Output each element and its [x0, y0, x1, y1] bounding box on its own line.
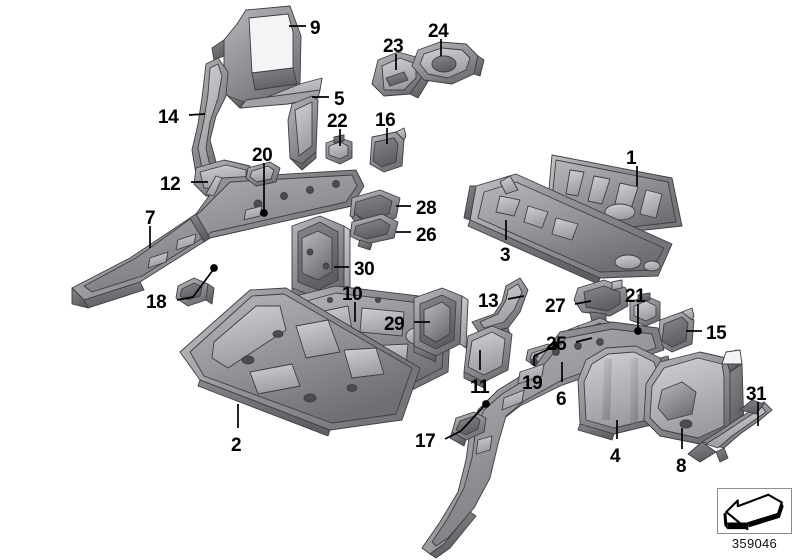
callout-18: 18	[146, 292, 167, 313]
callout-22: 22	[327, 111, 348, 132]
callout-11: 11	[470, 377, 490, 398]
callout-28: 28	[416, 198, 437, 219]
callout-4: 4	[610, 446, 621, 467]
part-27-shape	[573, 279, 629, 325]
callout-12: 12	[160, 174, 181, 195]
part-23-shape	[371, 51, 431, 99]
part-8-shape	[643, 349, 745, 445]
callout-19: 19	[522, 373, 543, 394]
callout-13: 13	[478, 291, 499, 312]
callout-21: 21	[625, 286, 646, 307]
callout-2: 2	[231, 435, 242, 456]
callout-30: 30	[354, 259, 375, 280]
part-16-shape	[369, 127, 407, 173]
part-11-shape	[463, 325, 513, 389]
callout-25: 25	[546, 334, 567, 355]
callout-23: 23	[383, 36, 404, 57]
callout-26: 26	[416, 225, 437, 246]
callout-16: 16	[375, 110, 396, 131]
callout-7: 7	[145, 208, 156, 229]
part-7-shape	[71, 169, 365, 309]
part-18-shape	[175, 277, 215, 307]
part-5-shape	[287, 95, 319, 171]
part-24-shape	[411, 41, 485, 85]
callout-29: 29	[384, 314, 405, 335]
part-15-shape	[657, 307, 695, 353]
callout-31: 31	[746, 384, 767, 405]
view-direction-arrow-icon	[723, 493, 784, 531]
callout-17: 17	[415, 431, 436, 452]
view-direction-legend-box	[717, 488, 792, 534]
part-3-shape	[463, 173, 673, 285]
callout-6: 6	[556, 389, 567, 410]
part-30-shape	[291, 215, 351, 307]
part-22-shape	[325, 134, 353, 165]
part-2-shape	[179, 287, 421, 437]
part-26-shape	[349, 213, 399, 251]
part-20-shape	[245, 161, 281, 187]
callout-10: 10	[342, 284, 363, 305]
part-9-shape	[211, 5, 323, 109]
callout-9: 9	[310, 18, 321, 39]
callout-27: 27	[545, 296, 566, 317]
callout-24: 24	[428, 21, 449, 42]
diagram-part-number: 359046	[731, 536, 778, 551]
callout-15: 15	[706, 323, 727, 344]
callout-8: 8	[676, 456, 687, 477]
callout-20: 20	[252, 145, 273, 166]
callout-5: 5	[334, 89, 345, 110]
callout-3: 3	[500, 245, 511, 266]
callout-14: 14	[158, 107, 179, 128]
part-29-shape	[413, 287, 469, 363]
part-31-shape	[687, 399, 773, 463]
callout-1: 1	[626, 148, 637, 169]
